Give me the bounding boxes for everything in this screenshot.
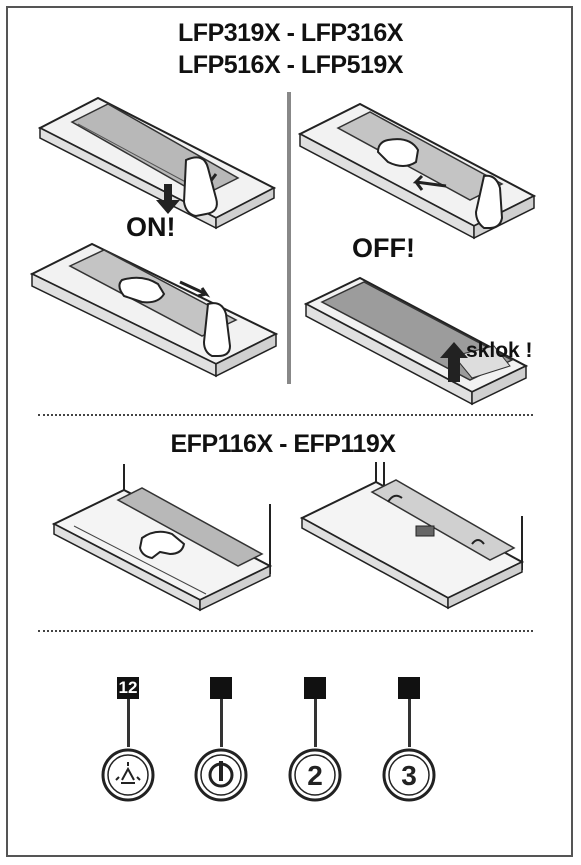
speed-3-icon: 3 <box>401 760 417 791</box>
speed-3-button[interactable]: 3 <box>381 747 437 803</box>
power-icon <box>208 761 234 788</box>
leader-line-power <box>220 699 223 747</box>
indicator-square-power <box>210 677 232 699</box>
hood-illustration-bottom-left <box>30 242 279 378</box>
off-label: OFF! <box>352 233 415 263</box>
indicator-square-speed-2 <box>304 677 326 699</box>
light-button[interactable] <box>100 747 156 803</box>
power-button[interactable] <box>193 747 249 803</box>
dotted-divider-bottom <box>38 630 533 632</box>
vertical-divider <box>287 92 291 384</box>
dotted-divider-top <box>38 414 533 416</box>
glass-label: sklok ! <box>466 339 533 362</box>
light-icon <box>115 762 141 784</box>
section-title-efp: EFP116X - EFP119X <box>170 430 396 458</box>
hood-illustration-bottom-right <box>304 276 529 406</box>
indicator-square-light: 12 <box>117 677 139 699</box>
leader-line-light <box>127 699 130 747</box>
hood-illustration-top-left <box>38 96 277 230</box>
on-label: ON! <box>126 212 176 242</box>
hood-illustration-top-right <box>298 102 537 240</box>
leader-line-speed-2 <box>314 699 317 747</box>
efp-hood-illustration-left <box>51 464 273 612</box>
model-title-line-1: LFP319X - LFP316X <box>178 19 403 47</box>
leader-line-speed-3 <box>408 699 411 747</box>
model-title-line-2: LFP516X - LFP519X <box>178 51 403 79</box>
indicator-square-speed-3 <box>398 677 420 699</box>
speed-2-button[interactable]: 2 <box>287 747 343 803</box>
efp-hood-illustration-right <box>299 462 525 610</box>
speed-2-icon: 2 <box>307 760 323 791</box>
